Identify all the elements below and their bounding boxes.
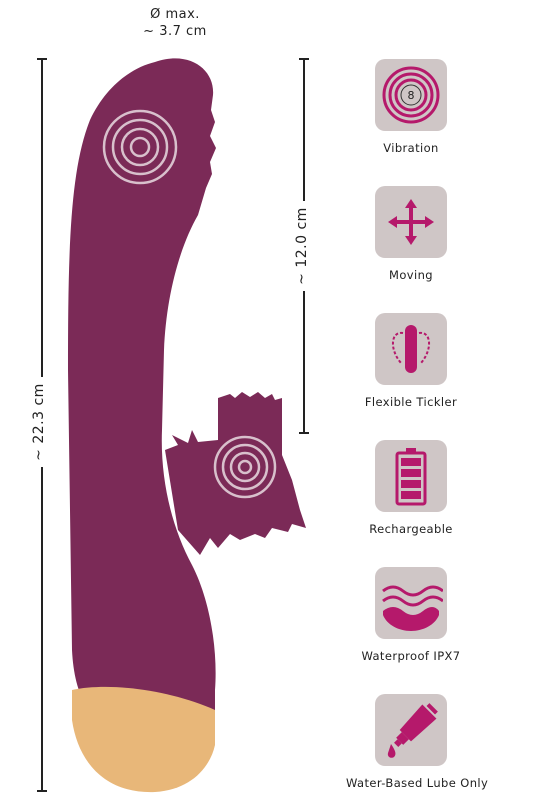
total-length-bottom-tick (37, 790, 47, 792)
vibration-rings-top (102, 109, 178, 185)
feature-lube: Water-Based Lube Only (346, 694, 489, 790)
diameter-line1: Ø max. (150, 7, 200, 22)
move-arrows-icon (388, 199, 434, 245)
tickler-arm (165, 392, 306, 555)
feature-waterproof: Waterproof IPX7 (346, 567, 476, 663)
feature-label: Moving (389, 268, 433, 282)
feature-rechargeable: Rechargeable (346, 440, 476, 536)
feature-label: Vibration (383, 141, 439, 155)
waves-icon (382, 585, 443, 631)
feature-label: Water-Based Lube Only (346, 776, 489, 790)
lube-tube-icon (387, 703, 438, 758)
feature-tile (375, 694, 447, 766)
feature-tile (375, 567, 447, 639)
diameter-line2: ~ 3.7 cm (143, 24, 207, 39)
feature-label: Flexible Tickler (364, 395, 458, 409)
insert-length-bottom-tick (299, 432, 309, 434)
battery-icon (395, 448, 427, 506)
feature-tile (375, 440, 447, 512)
tickler-icon (392, 325, 430, 373)
feature-moving: Moving (346, 186, 476, 282)
product-base-tip (72, 686, 215, 793)
feature-tile: 8 (375, 59, 447, 131)
vibration-icon: 8 (382, 66, 440, 124)
feature-tile (375, 313, 447, 385)
vibration-level: 8 (408, 89, 415, 102)
feature-label: Waterproof IPX7 (361, 649, 461, 663)
product-illustration (68, 58, 306, 793)
feature-flexible-tickler: Flexible Tickler (346, 313, 476, 409)
feature-vibration: 8 Vibration (346, 59, 476, 155)
product-body (68, 58, 216, 741)
total-length-label: ~ 22.3 cm (31, 377, 51, 467)
vibration-rings-tickler (213, 435, 277, 499)
diameter-label: Ø max. ~ 3.7 cm (110, 6, 240, 40)
feature-tile (375, 186, 447, 258)
feature-label: Rechargeable (369, 522, 453, 536)
